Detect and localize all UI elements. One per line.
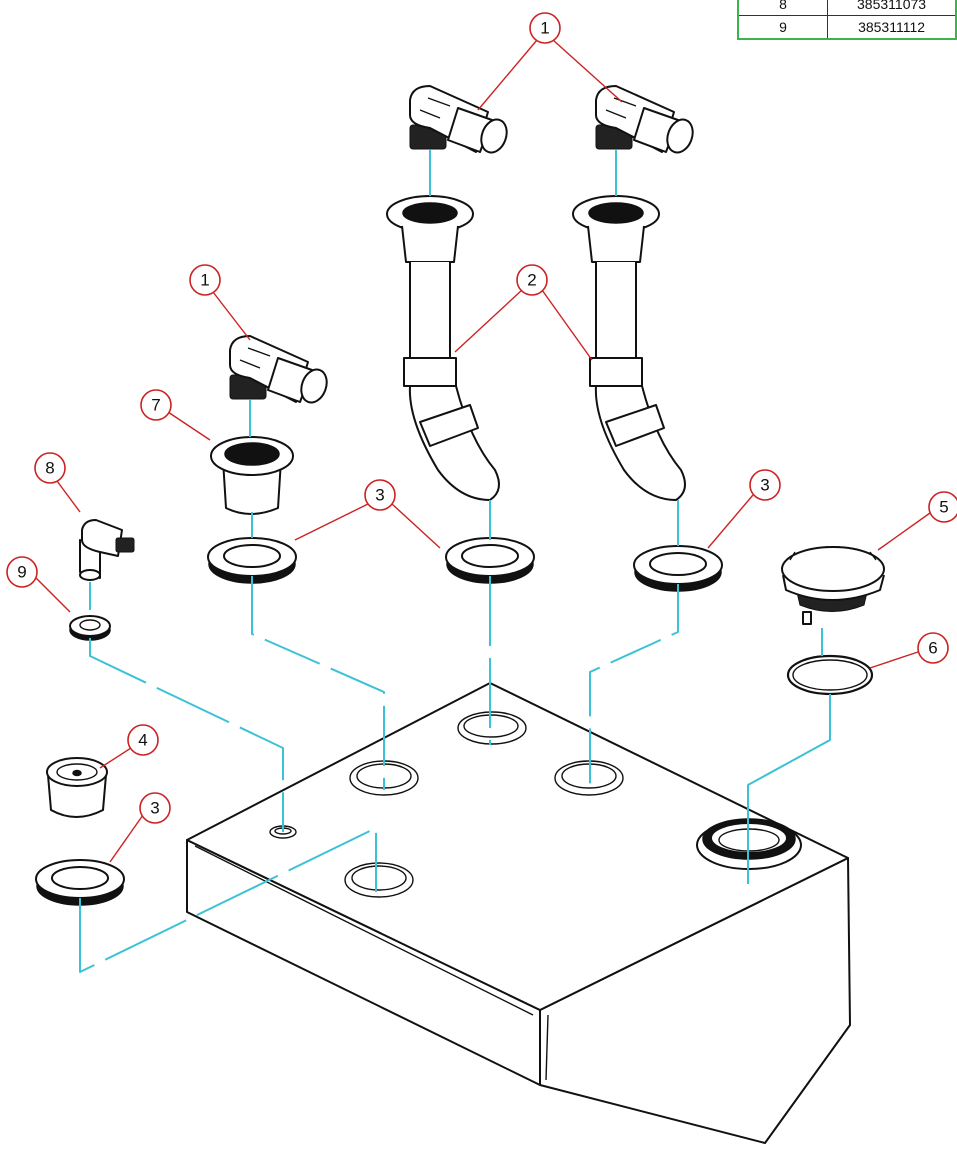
elbow-fitting [409,85,508,154]
elbow-fitting [229,335,328,404]
callout-number: 3 [760,476,769,495]
elbow-outlet-end [480,118,508,154]
tube-bend [594,385,686,501]
leader-line [56,480,81,513]
callout-balloon: 3 [139,792,171,824]
tank [186,682,851,1144]
callout-number: 2 [527,271,536,290]
parts-table: 8 385311073 9 385311112 [737,0,957,40]
callout-number: 3 [150,799,159,818]
tube-shaft [409,262,451,359]
callout-balloon: 9 [6,556,38,588]
tube-bore [402,202,458,224]
leader-line [167,411,211,441]
callout-balloon: 8 [34,452,66,484]
centerline [89,638,284,832]
leader-line [877,512,931,551]
tank-edge [194,845,534,1016]
leader-line [35,577,71,613]
o-ring [786,654,874,696]
tube-shaft [595,262,637,359]
elbow-ridge [239,347,271,369]
leader-line [869,651,919,669]
leader-line [391,503,441,549]
callout-number: 3 [375,486,384,505]
filler-cap [781,546,885,625]
leader-line [541,289,593,361]
callout-balloon: 1 [189,264,221,296]
elbow-outlet-end [666,118,694,154]
callout-number: 8 [45,459,54,478]
callout-number: 5 [939,498,948,517]
callout-number: 1 [200,271,209,290]
dip-tube [572,195,686,501]
part-number: 385311112 [827,15,957,40]
callout-leaders [35,39,931,863]
tank-port-hole [457,711,527,745]
tube-ring [403,357,457,387]
grommet [633,545,723,592]
elbow-ridge [419,97,451,119]
bushing-bore [224,442,280,466]
tank-edge [545,1014,549,1081]
callout-number: 6 [928,639,937,658]
bushing [210,436,294,515]
washer [69,615,111,641]
leader-line [707,494,754,549]
elbow-outlet-end [300,368,328,404]
tube-collar [401,225,459,263]
callout-balloon: 2 [516,264,548,296]
callout-balloon: 6 [917,632,949,664]
part-number: 385311073 [827,0,957,16]
tube-bore [588,202,644,224]
callout-balloon: 4 [127,724,159,756]
tank-port-hole [344,862,414,898]
callout-balloon: 3 [749,469,781,501]
grommet [445,537,535,584]
centerline [747,694,831,884]
grommet [35,859,125,906]
tube-bend [408,385,500,501]
assembly-centerlines [79,150,831,973]
callout-number: 9 [17,563,26,582]
tube-sleeve [605,404,665,447]
leader-line [294,503,369,541]
leader-line [552,39,623,103]
callout-number: 1 [540,19,549,38]
centerline [251,576,385,790]
leader-line [212,291,251,341]
leader-line [109,814,144,863]
leader-line [477,39,538,111]
elbow-fitting [595,85,694,154]
item-number: 9 [737,15,829,40]
parts-table-row: 9 385311112 [737,15,957,40]
callout-number: 4 [138,731,147,750]
callout-balloon: 7 [140,389,172,421]
leader-line [454,289,523,353]
callout-balloon: 1 [529,12,561,44]
small-elbow-fitting [79,519,135,581]
centerline [589,584,679,790]
tube-ring [589,357,643,387]
tank-port-hole [351,865,407,891]
plug [46,757,108,818]
leader-line [99,747,132,769]
callout-balloon: 5 [928,491,957,523]
callout-balloon: 3 [364,479,396,511]
callout-number: 7 [151,396,160,415]
parts-table-row: 8 385311073 [737,0,957,16]
dip-tube [386,195,500,501]
tank-top-face [186,682,849,1011]
elbow-ridge [605,97,637,119]
tube-sleeve [419,404,479,447]
tube-collar [587,225,645,263]
centerline [79,827,377,973]
